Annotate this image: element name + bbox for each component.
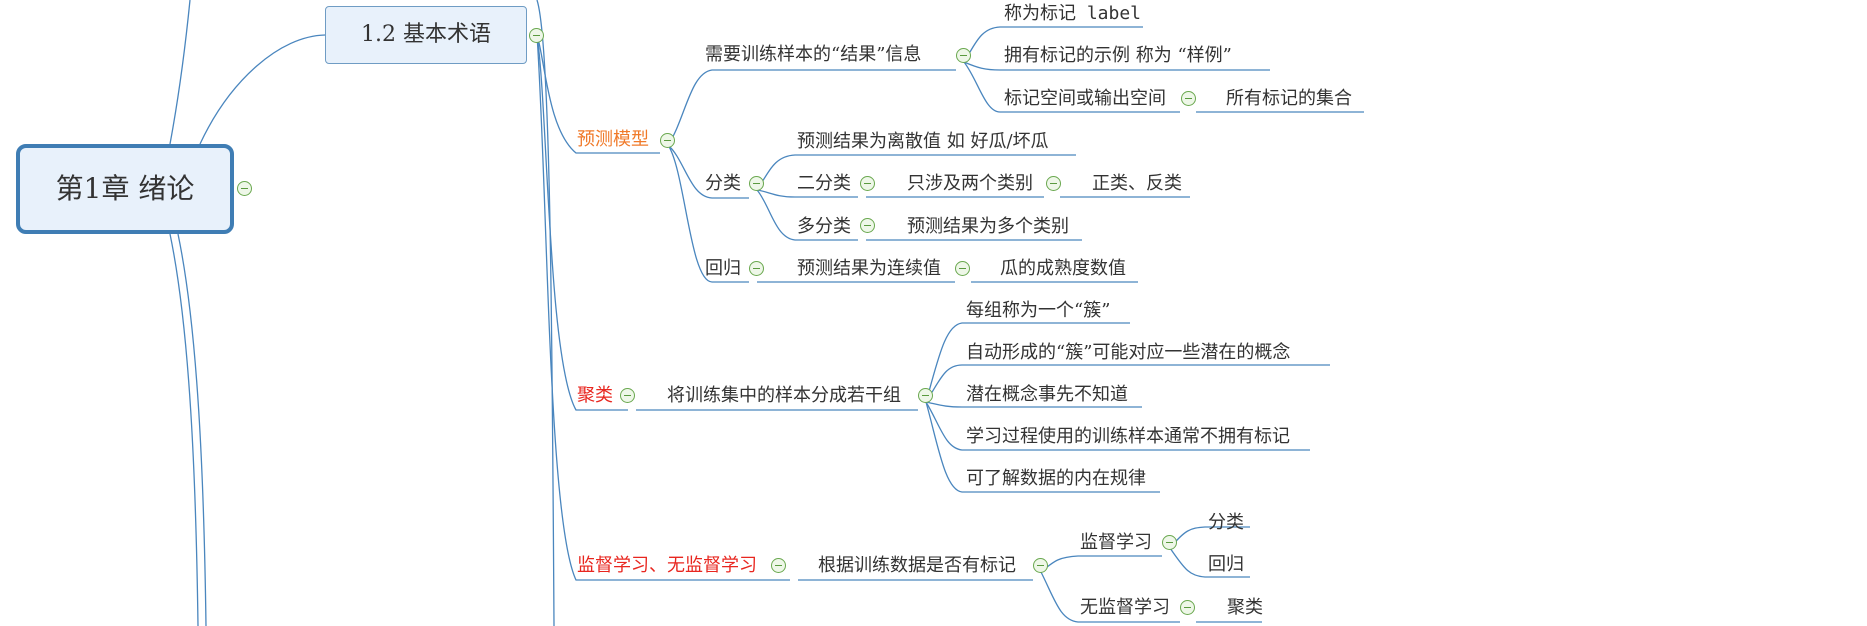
cluster-item-1[interactable]: 每组称为一个“簇”: [966, 300, 1111, 321]
need-item-3[interactable]: 标记空间或输出空间: [1004, 88, 1166, 109]
connector-root-topic: [199, 34, 326, 145]
collapse-icon-learning[interactable]: [771, 558, 786, 573]
collapse-icon-classify[interactable]: [749, 176, 764, 191]
regress-node[interactable]: 回归: [705, 258, 741, 279]
connector-classify-binary: [756, 189, 858, 198]
regress-leaf[interactable]: 瓜的成熟度数值: [1000, 258, 1126, 279]
collapse-icon-regress-child[interactable]: [955, 261, 970, 276]
topic-node[interactable]: 1.2 基本术语: [325, 6, 527, 64]
connector-cluster-5: [925, 401, 1160, 493]
collapse-icon-label-space[interactable]: [1181, 91, 1196, 106]
classify-discrete[interactable]: 预测结果为离散值 如 好瓜/坏瓜: [797, 131, 1049, 152]
need-item-1[interactable]: 称为标记 label: [1004, 3, 1142, 24]
supervised-item-1[interactable]: 分类: [1208, 512, 1244, 533]
collapse-icon-root[interactable]: [237, 181, 252, 196]
connector-predict-regress: [667, 144, 749, 283]
connector-classify-multi: [756, 189, 858, 241]
cluster-item-2[interactable]: 自动形成的“簇”可能对应一些潜在的概念: [966, 342, 1291, 363]
binary-leaf[interactable]: 正类、反类: [1092, 173, 1182, 194]
root-node[interactable]: 第1章 绪论: [16, 144, 234, 234]
connector-need-2: [963, 61, 1270, 71]
branch-predict[interactable]: 预测模型: [577, 129, 649, 150]
need-item-2[interactable]: 拥有标记的示例 称为 “样例”: [1004, 45, 1232, 66]
connector-need-3: [963, 61, 1180, 113]
cluster-item-5[interactable]: 可了解数据的内在规律: [966, 468, 1146, 489]
connector-topic-predict: [536, 34, 660, 154]
collapse-icon-supervised[interactable]: [1162, 535, 1177, 550]
cluster-child[interactable]: 将训练集中的样本分成若干组: [667, 385, 901, 406]
connector-learning-supervised: [1040, 555, 1162, 573]
collapse-icon-regress[interactable]: [749, 261, 764, 276]
connector-root-up: [169, 0, 191, 145]
collapse-icon-unsupervised[interactable]: [1180, 600, 1195, 615]
supervised-item-2[interactable]: 回归: [1208, 554, 1244, 575]
binary-child[interactable]: 只涉及两个类别: [907, 173, 1033, 194]
connector-topic-learning: [536, 34, 790, 581]
supervised-node[interactable]: 监督学习: [1080, 532, 1152, 553]
collapse-icon-topic[interactable]: [529, 28, 544, 43]
collapse-icon-binary-child[interactable]: [1046, 176, 1061, 191]
classify-node[interactable]: 分类: [705, 173, 741, 194]
collapse-icon-cluster[interactable]: [620, 388, 635, 403]
binary-node[interactable]: 二分类: [797, 173, 851, 194]
collapse-icon-multi[interactable]: [860, 218, 875, 233]
multi-node[interactable]: 多分类: [797, 216, 851, 237]
connector-supervised-2: [1169, 547, 1250, 578]
unsupervised-leaf[interactable]: 聚类: [1227, 597, 1263, 618]
unsupervised-node[interactable]: 无监督学习: [1080, 597, 1170, 618]
connector-cluster-1: [925, 322, 1130, 403]
collapse-icon-learning-child[interactable]: [1033, 558, 1048, 573]
collapse-icon-need[interactable]: [956, 48, 971, 63]
predict-need-node[interactable]: 需要训练样本的“结果”信息: [705, 44, 922, 65]
learning-child[interactable]: 根据训练数据是否有标记: [818, 555, 1016, 576]
connector-learning-unsupervised: [1040, 571, 1180, 623]
multi-child[interactable]: 预测结果为多个类别: [907, 216, 1069, 237]
collapse-icon-cluster-child[interactable]: [918, 388, 933, 403]
connector-root-down-1: [169, 233, 199, 626]
cluster-item-3[interactable]: 潜在概念事先不知道: [966, 384, 1128, 405]
connector-cluster-4: [925, 401, 1310, 451]
label-space-leaf[interactable]: 所有标记的集合: [1226, 88, 1352, 109]
cluster-item-4[interactable]: 学习过程使用的训练样本通常不拥有标记: [966, 426, 1290, 447]
regress-child[interactable]: 预测结果为连续值: [797, 258, 941, 279]
collapse-icon-binary[interactable]: [860, 176, 875, 191]
branch-cluster[interactable]: 聚类: [577, 385, 613, 406]
connector-root-down-2: [177, 233, 207, 626]
connector-cluster-3: [925, 401, 1142, 408]
branch-learning[interactable]: 监督学习、无监督学习: [577, 555, 757, 576]
collapse-icon-predict[interactable]: [660, 133, 675, 148]
connector-predict-classify: [667, 144, 749, 199]
